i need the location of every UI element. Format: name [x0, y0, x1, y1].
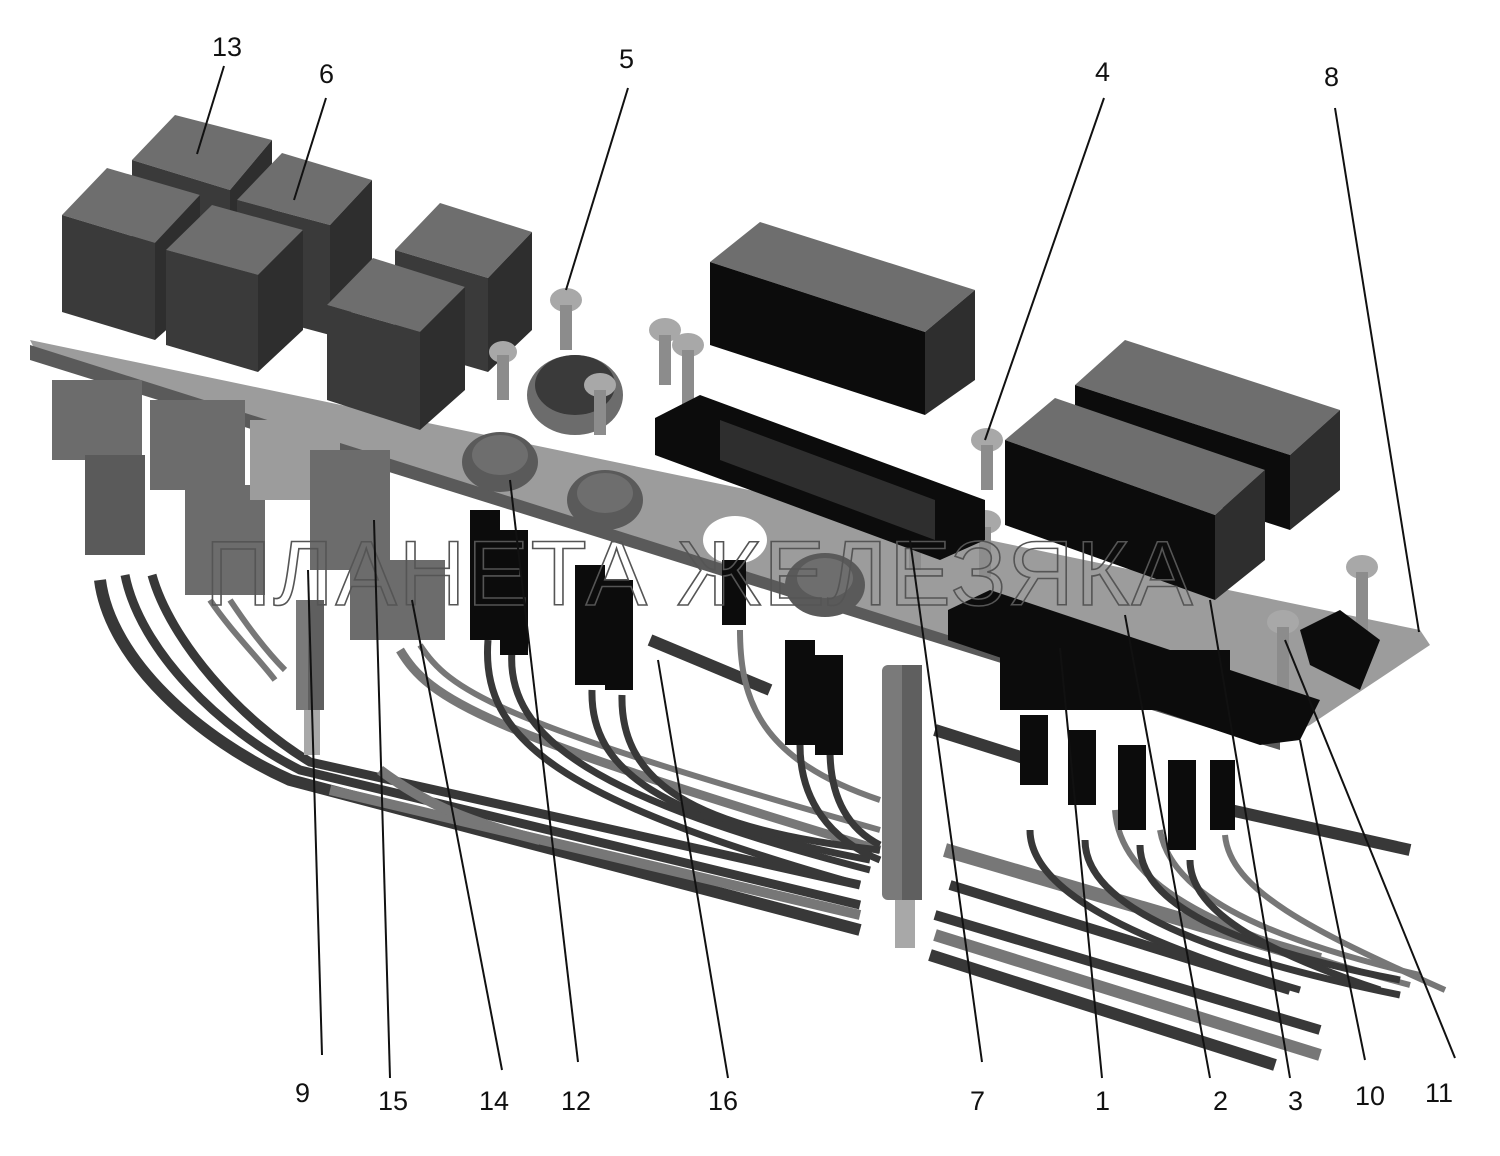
callout-13: 13: [212, 32, 242, 62]
wire: [796, 744, 882, 864]
callout-9: 9: [295, 1078, 310, 1108]
screw: [550, 288, 582, 350]
wire: [1026, 829, 1301, 994]
wire: [1222, 834, 1447, 993]
callout-4: 4: [1095, 57, 1110, 87]
callout-labels: 13 6 5 4 8 9 15 14 12 16 7 1 2 3 10 11: [212, 32, 1453, 1116]
wire: [588, 689, 871, 864]
leader-15: [373, 519, 391, 1079]
fuse-block-center: [655, 395, 985, 560]
wire: [826, 749, 882, 849]
callout-12: 12: [561, 1086, 591, 1116]
leader-4: [984, 97, 1105, 441]
leader-lines: [196, 65, 1456, 1079]
relay: [327, 258, 465, 430]
callout-3: 3: [1288, 1086, 1303, 1116]
relay-large-center: [710, 222, 975, 415]
wire: [737, 629, 881, 803]
screw: [649, 318, 681, 385]
leader-12: [509, 479, 579, 1063]
wire: [483, 639, 861, 889]
leader-6: [293, 97, 327, 201]
leader-9: [307, 569, 323, 1056]
screw: [672, 333, 704, 405]
callout-8: 8: [1324, 62, 1339, 92]
callout-16: 16: [708, 1086, 738, 1116]
wire: [618, 694, 881, 854]
wire: [1081, 839, 1401, 999]
wire: [207, 598, 278, 682]
leader-13: [196, 65, 225, 155]
wire: [147, 573, 861, 890]
leader-14: [411, 599, 503, 1071]
callout-5: 5: [619, 44, 634, 74]
screw: [971, 428, 1003, 490]
wire: [933, 929, 1322, 1061]
screw: [489, 341, 517, 400]
leader-5: [565, 87, 629, 291]
wire: [396, 647, 882, 855]
wire: [227, 598, 288, 673]
wire: [508, 649, 871, 874]
watermark-text: ПЛАНЕТА ЖЕЛЕЗЯКА: [205, 523, 1195, 625]
wire: [647, 634, 773, 696]
leader-16: [657, 659, 729, 1079]
wire: [928, 949, 1277, 1071]
callout-11: 11: [1425, 1078, 1453, 1108]
relay: [166, 205, 303, 372]
leader-11: [1284, 639, 1456, 1059]
callout-1: 1: [1095, 1086, 1110, 1116]
wire: [120, 574, 862, 910]
callout-7: 7: [970, 1086, 985, 1116]
wire: [933, 724, 1032, 766]
wiring-harness: [94, 573, 1447, 1071]
callout-10: 10: [1355, 1081, 1385, 1111]
leader-3: [1209, 599, 1291, 1079]
wire: [94, 579, 862, 936]
wire: [1228, 804, 1412, 856]
screw: [1267, 610, 1299, 702]
leader-7: [909, 539, 983, 1063]
leader-10: [1299, 739, 1366, 1061]
leader-2: [1124, 614, 1211, 1079]
wire: [1136, 844, 1401, 984]
hole: [703, 516, 767, 564]
wire: [417, 643, 881, 833]
wire: [328, 785, 862, 920]
leader-8: [1334, 107, 1420, 633]
callout-6: 6: [319, 59, 334, 89]
callout-15: 15: [378, 1086, 408, 1116]
screw: [584, 373, 616, 435]
wire: [933, 910, 1322, 1035]
callout-14: 14: [479, 1086, 509, 1116]
connectors-center: [470, 510, 843, 755]
callout-2: 2: [1213, 1086, 1228, 1116]
wire: [377, 765, 542, 845]
relay-large-right-front: [1005, 398, 1265, 600]
wire: [1186, 859, 1382, 994]
relay-cluster-left: [62, 115, 532, 430]
standoff-right: [882, 665, 922, 948]
leader-1: [1059, 647, 1103, 1079]
